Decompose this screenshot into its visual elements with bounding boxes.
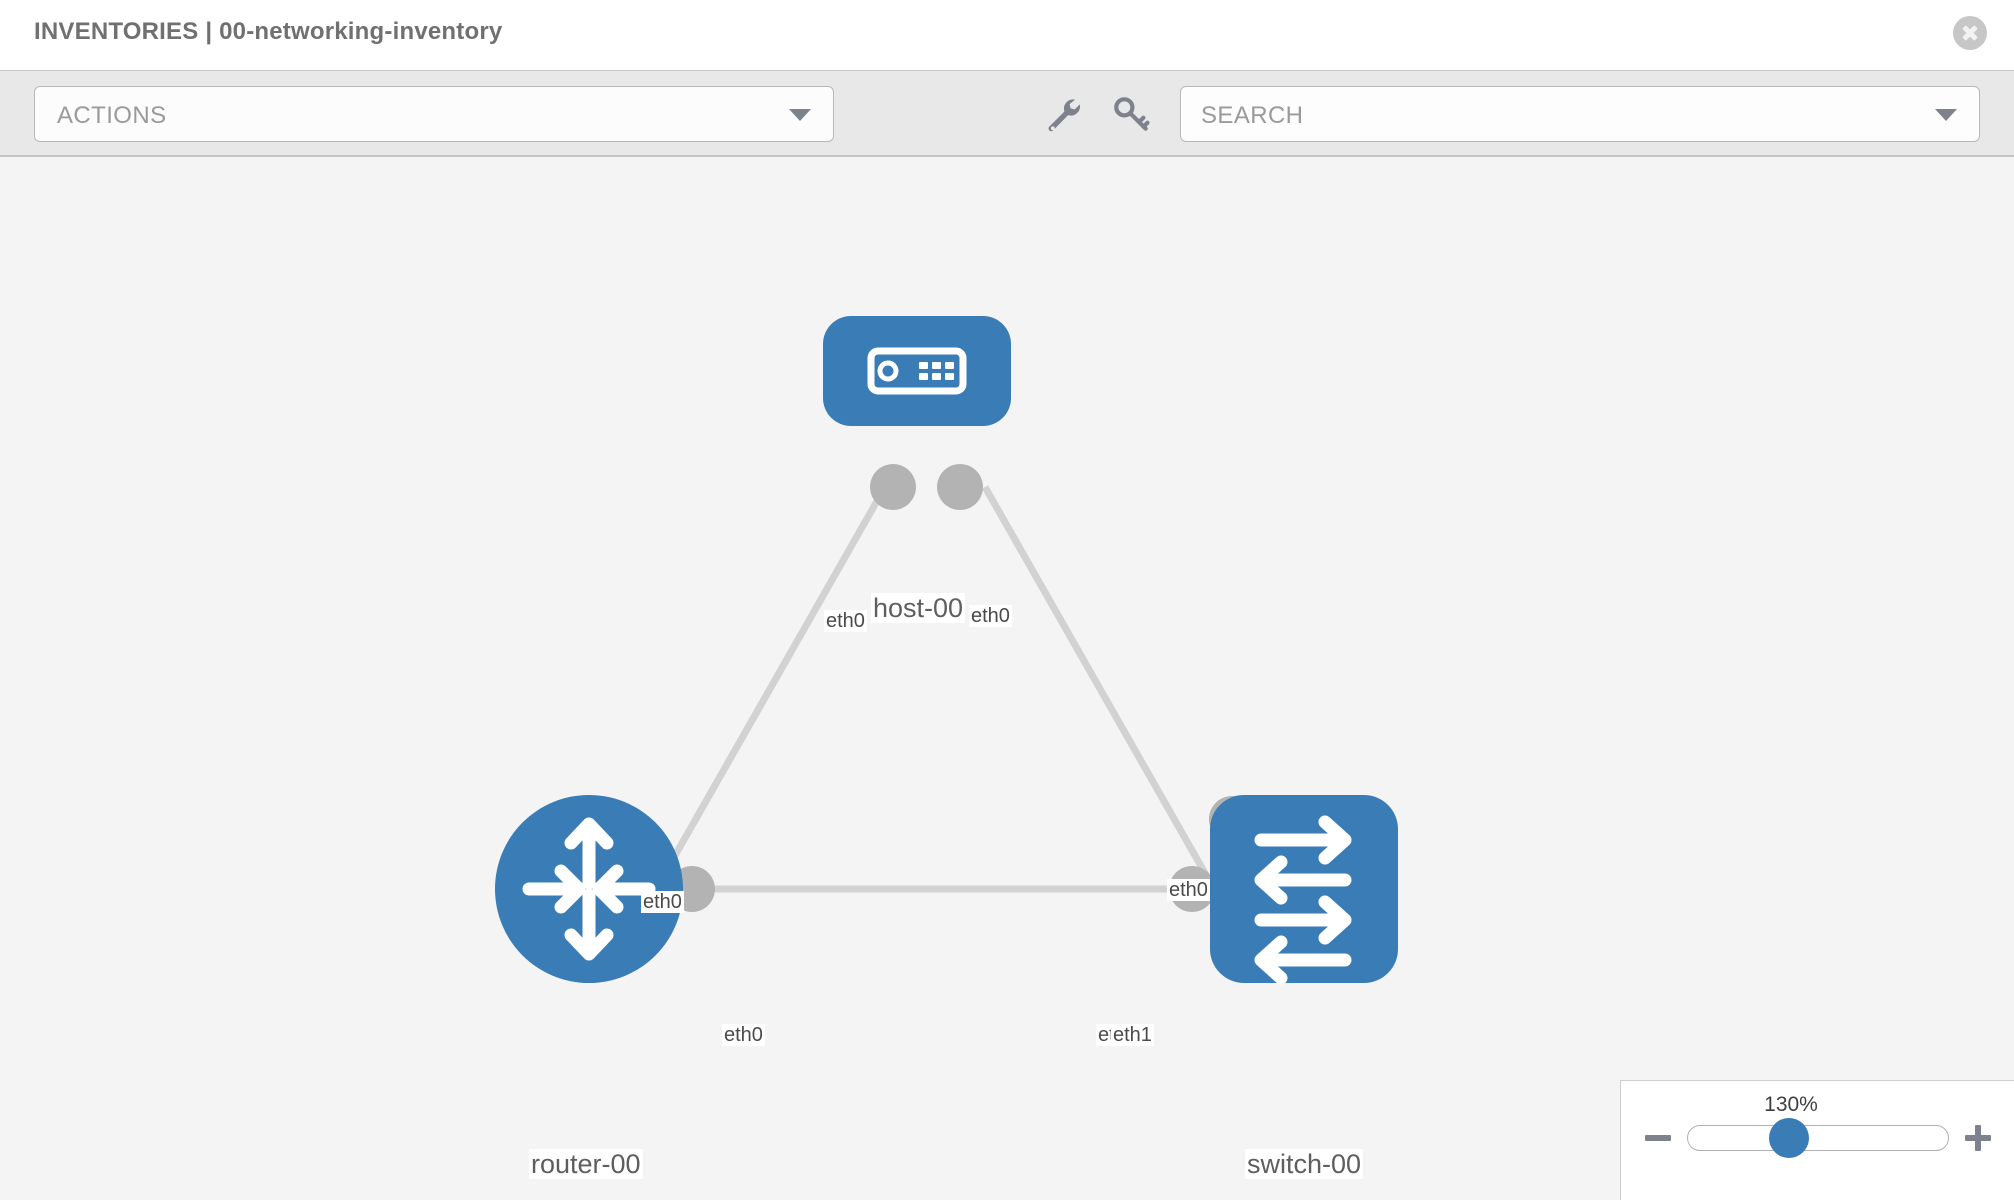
iface-label-host-right[interactable]: eth0 — [969, 605, 1012, 628]
switch-arrows-icon — [1254, 815, 1352, 985]
link-host-switch — [981, 485, 1234, 919]
topology-links — [636, 485, 1234, 919]
zoom-slider-track[interactable] — [1687, 1125, 1949, 1151]
chevron-down-icon[interactable] — [1935, 109, 1957, 121]
topology-canvas[interactable]: host-00 router-00 switch-00 eth0 eth0 et… — [0, 157, 2014, 1200]
node-host-00 — [823, 316, 1011, 426]
actions-dropdown-label: ACTIONS — [57, 102, 167, 129]
iface-label-switch-up[interactable]: eth0 — [1167, 879, 1210, 902]
iface-label-router-up[interactable]: eth0 — [641, 891, 684, 914]
zoom-level-value: 130% — [1764, 1093, 1818, 1116]
port-host-left — [870, 464, 916, 510]
node-switch-00 — [1210, 795, 1398, 985]
node-label-host[interactable]: host-00 — [871, 593, 966, 624]
close-icon[interactable] — [1953, 16, 1987, 50]
iface-label-router-right[interactable]: eth0 — [722, 1024, 765, 1047]
zoom-in-button[interactable] — [1965, 1125, 1991, 1151]
search-input[interactable]: SEARCH — [1180, 86, 1980, 142]
zoom-slider-thumb[interactable] — [1769, 1118, 1809, 1158]
page-title: INVENTORIES | 00-networking-inventory — [34, 18, 503, 45]
router-arrows-icon — [522, 817, 656, 961]
wrench-icon[interactable] — [1042, 93, 1084, 135]
key-icon[interactable] — [1110, 93, 1152, 135]
port-host-right — [937, 464, 983, 510]
toolbar: ACTIONS SEARCH — [0, 70, 2014, 157]
zoom-out-button[interactable] — [1645, 1125, 1671, 1151]
link-host-router — [636, 485, 889, 919]
zoom-control-panel: 130% — [1620, 1080, 2014, 1200]
node-router-00 — [495, 795, 683, 983]
server-icon — [867, 347, 967, 395]
topology-ports — [669, 464, 1255, 912]
page-header: INVENTORIES | 00-networking-inventory — [0, 0, 2014, 70]
chevron-down-icon — [789, 109, 811, 121]
iface-label-host-left[interactable]: eth0 — [824, 610, 867, 633]
search-placeholder: SEARCH — [1201, 102, 1304, 129]
iface-label-switch-left[interactable]: eth1 — [1111, 1024, 1154, 1047]
actions-dropdown[interactable]: ACTIONS — [34, 86, 834, 142]
node-label-router[interactable]: router-00 — [529, 1149, 643, 1180]
node-label-switch[interactable]: switch-00 — [1245, 1149, 1364, 1180]
topology-graph — [495, 316, 1398, 985]
